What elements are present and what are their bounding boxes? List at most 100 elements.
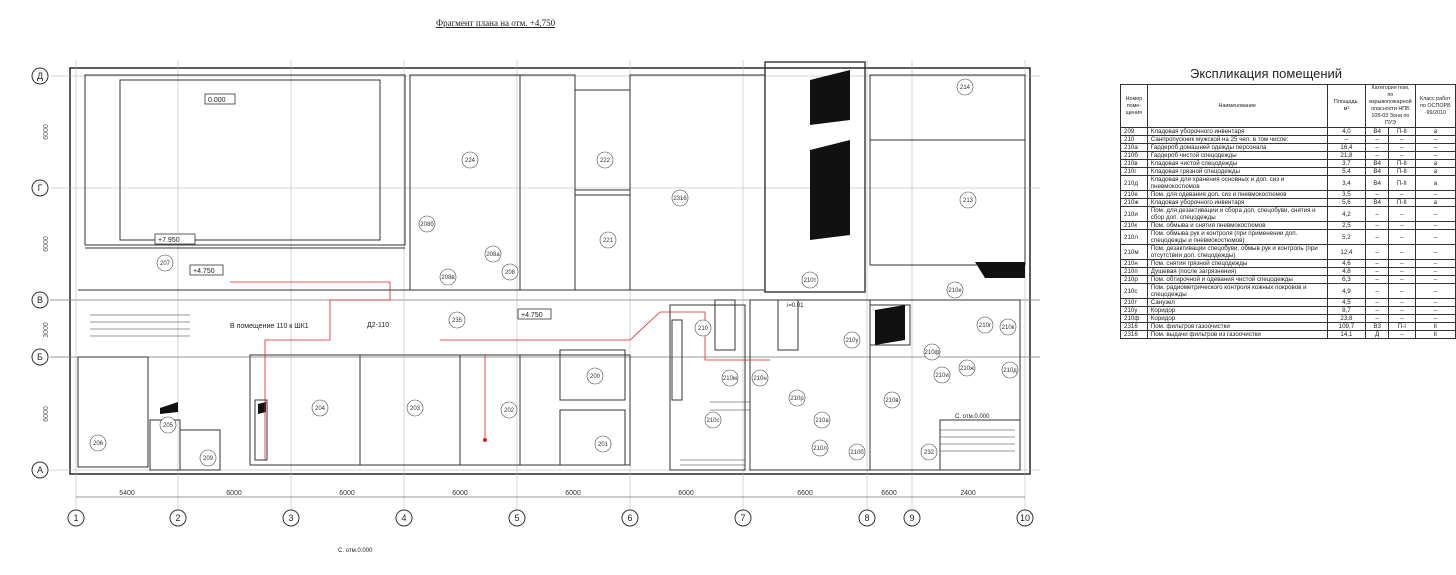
table-cell: –	[1388, 244, 1416, 260]
svg-text:207: 207	[160, 261, 171, 267]
table-cell: –	[1414, 267, 1456, 276]
room-marker: 224	[461, 151, 479, 169]
room-marker: 210м	[721, 369, 739, 387]
svg-text:208в: 208в	[441, 275, 454, 281]
room-marker: 207	[156, 254, 174, 272]
table-cell: Пом. дезактивации спецобуви, обмыв рук и…	[1146, 244, 1328, 260]
axis-bubble-v: В	[31, 291, 49, 309]
room-marker: 232	[920, 443, 938, 461]
table-cell: Санузел	[1146, 298, 1328, 307]
table-cell: –	[1365, 221, 1390, 230]
table-cell: 5,4	[1326, 167, 1367, 176]
table-cell: –	[1414, 298, 1456, 307]
table-cell: П-II	[1388, 198, 1416, 207]
table-cell: 210к	[1120, 221, 1148, 230]
explication-table: Номер поме-щения Наименование Площадь, м…	[1120, 84, 1456, 339]
table-cell: –	[1365, 190, 1390, 199]
table-cell: –	[1414, 190, 1456, 199]
table-cell: 210а	[1120, 143, 1148, 152]
table-cell: 210с	[1120, 283, 1148, 299]
table-cell: –	[1365, 229, 1390, 245]
table-cell: 210у	[1120, 306, 1148, 315]
axis-bubble-8: 8	[858, 509, 876, 527]
table-cell: –	[1414, 143, 1456, 152]
table-cell: 210д	[1120, 175, 1148, 191]
room-marker: 208в	[439, 268, 457, 286]
table-cell: –	[1414, 275, 1456, 284]
table-cell: П-II	[1388, 159, 1416, 168]
svg-text:206: 206	[93, 441, 104, 447]
room-marker: 210а	[813, 411, 831, 429]
explication-title: Экспликация помещений	[1190, 66, 1343, 81]
table-cell: 210ж	[1120, 198, 1148, 207]
axis-bubble-9: 9	[903, 509, 921, 527]
room-marker: 210с	[704, 411, 722, 429]
room-marker: 204	[311, 399, 329, 417]
svg-text:202: 202	[504, 408, 515, 414]
svg-text:7: 7	[740, 513, 745, 523]
table-cell: –	[1365, 151, 1390, 160]
table-cell: В4	[1365, 175, 1390, 191]
svg-text:213: 213	[963, 198, 974, 204]
room-marker: 210ф	[923, 343, 941, 361]
room-marker: 210н	[751, 369, 769, 387]
svg-text:210у: 210у	[845, 338, 858, 344]
note-label: Д2-110	[367, 322, 389, 329]
svg-text:10: 10	[1020, 513, 1030, 523]
svg-text:6: 6	[627, 513, 632, 523]
table-cell: –	[1388, 206, 1416, 222]
svg-text:5: 5	[514, 513, 519, 523]
svg-text:204: 204	[315, 406, 326, 412]
outer-wall	[69, 67, 1031, 475]
table-cell: 210л	[1120, 229, 1148, 245]
room-marker: 214	[956, 78, 974, 96]
table-cell: –	[1414, 283, 1456, 299]
svg-text:210ж: 210ж	[960, 366, 974, 372]
table-cell: 210и	[1120, 206, 1148, 222]
table-cell: II	[1414, 322, 1456, 331]
table-cell: В3	[1365, 322, 1390, 331]
room-marker: 210д	[1001, 361, 1019, 379]
table-cell: –	[1414, 244, 1456, 260]
table-cell: –	[1365, 135, 1390, 144]
table-cell: –	[1414, 151, 1456, 160]
svg-text:1: 1	[73, 513, 78, 523]
room-marker: 210т	[801, 271, 819, 289]
svg-text:224: 224	[465, 158, 476, 164]
level-label: С. отм.0.000	[955, 414, 990, 420]
table-cell: –	[1365, 306, 1390, 315]
table-cell: –	[1388, 221, 1416, 230]
axis-bubble-b: Б	[31, 348, 49, 366]
svg-text:205: 205	[163, 423, 174, 429]
table-cell: В4	[1365, 198, 1390, 207]
table-cell: 210р	[1120, 275, 1148, 284]
svg-text:210н: 210н	[753, 376, 766, 382]
axis-bubble-g: Г	[31, 179, 49, 197]
svg-text:210а: 210а	[815, 418, 829, 424]
table-cell: 16,4	[1326, 143, 1367, 152]
table-cell: –	[1365, 206, 1390, 222]
table-cell: –	[1414, 221, 1456, 230]
table-cell: –	[1388, 267, 1416, 276]
table-cell: Пом. радиометрического контроля кожных п…	[1146, 283, 1328, 299]
svg-text:Б: Б	[37, 352, 43, 362]
table-cell: 210ф	[1120, 314, 1148, 323]
svg-text:222: 222	[600, 158, 611, 164]
room-marker: 210е	[946, 281, 964, 299]
table-cell: –	[1414, 259, 1456, 268]
table-cell: –	[1388, 275, 1416, 284]
svg-text:210м: 210м	[723, 376, 737, 382]
table-cell: –	[1365, 259, 1390, 268]
note-label: В помещение 110 к ШК1	[230, 323, 309, 330]
room-marker: 210г	[976, 316, 994, 334]
table-header: Номер поме-щения	[1120, 84, 1148, 128]
